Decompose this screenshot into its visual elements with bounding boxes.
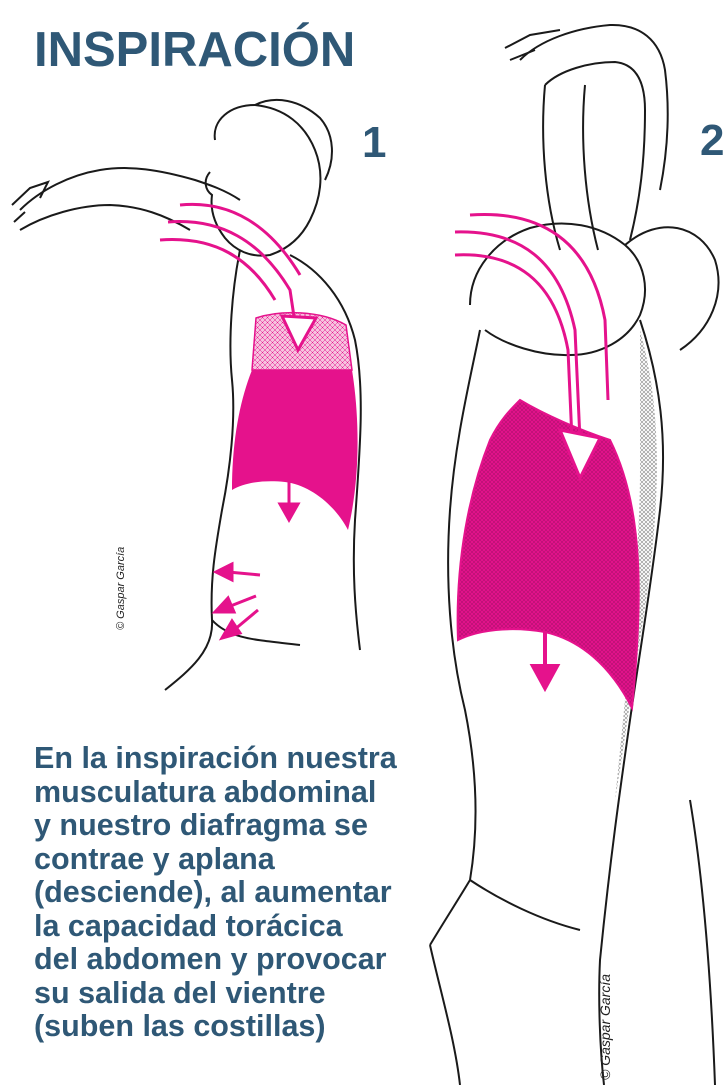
page-title: INSPIRACIÓN [34, 23, 356, 77]
figure-2-number: 2 [700, 116, 725, 165]
figure-2-head [469, 222, 646, 357]
figure-2-diaphragm-arrow [529, 632, 561, 693]
caption-line: y nuestro diafragma se [34, 808, 368, 842]
caption-line: (desciende), al aumentar [34, 875, 392, 909]
caption-line: En la inspiración nuestra [34, 741, 397, 775]
figure-2-torso [447, 329, 481, 881]
caption-line: (suben las costillas) [34, 1009, 326, 1043]
caption: En la inspiración nuestra musculatura ab… [34, 741, 454, 1044]
caption-line: su salida del vientre [34, 975, 326, 1010]
figure-1 [11, 98, 362, 691]
figure-2-credit: © Gaspar García [597, 973, 613, 1080]
figure-1-torso [289, 254, 362, 651]
figure-1-arm [19, 167, 241, 211]
figure-1-credit: © Gaspar García [115, 546, 127, 630]
figure-2-lung [456, 398, 640, 712]
figure-2 [429, 23, 720, 1085]
caption-line: del abdomen y provocar [34, 942, 387, 976]
figure-1-head [204, 103, 322, 257]
figure-2-airflow-arrows [454, 212, 610, 482]
figure-1-diaphragm-arrow [277, 482, 301, 524]
caption-line: la capacidad torácica [34, 908, 343, 943]
figure-2-back-shading [615, 330, 657, 800]
figure-1-airflow-arrows [159, 202, 319, 354]
caption-line: contrae y aplana [34, 841, 275, 876]
caption-line: musculatura abdominal [34, 774, 377, 809]
figure-1-number: 1 [362, 118, 387, 167]
figure-1-abdomen-arrows [211, 561, 261, 641]
figure-2-arms [519, 23, 669, 191]
